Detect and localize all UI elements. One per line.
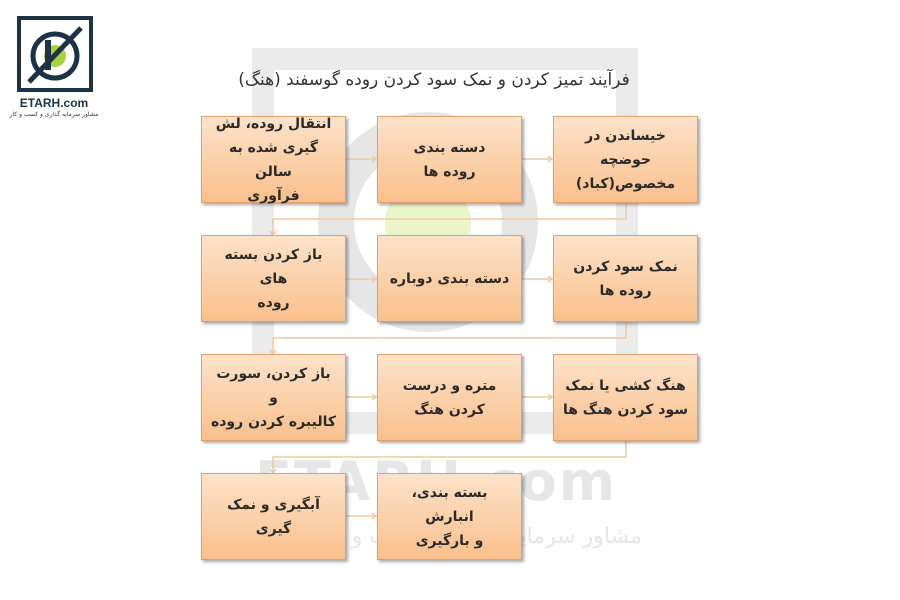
wrap-row1 [272, 203, 627, 235]
logo-tagline: مشاور سرمایه گذاری و کسب و کار [9, 111, 99, 118]
step-box-5: دسته بندی دوباره [377, 235, 522, 322]
diagram-title: فرآیند تمیز کردن و نمک سود کردن روده گوس… [238, 70, 630, 90]
logo-icon [27, 26, 83, 84]
logo [17, 16, 93, 92]
wrap-row3 [272, 441, 627, 473]
wrap-row2 [272, 322, 627, 354]
logo-name: ETARH.com [19, 96, 89, 110]
